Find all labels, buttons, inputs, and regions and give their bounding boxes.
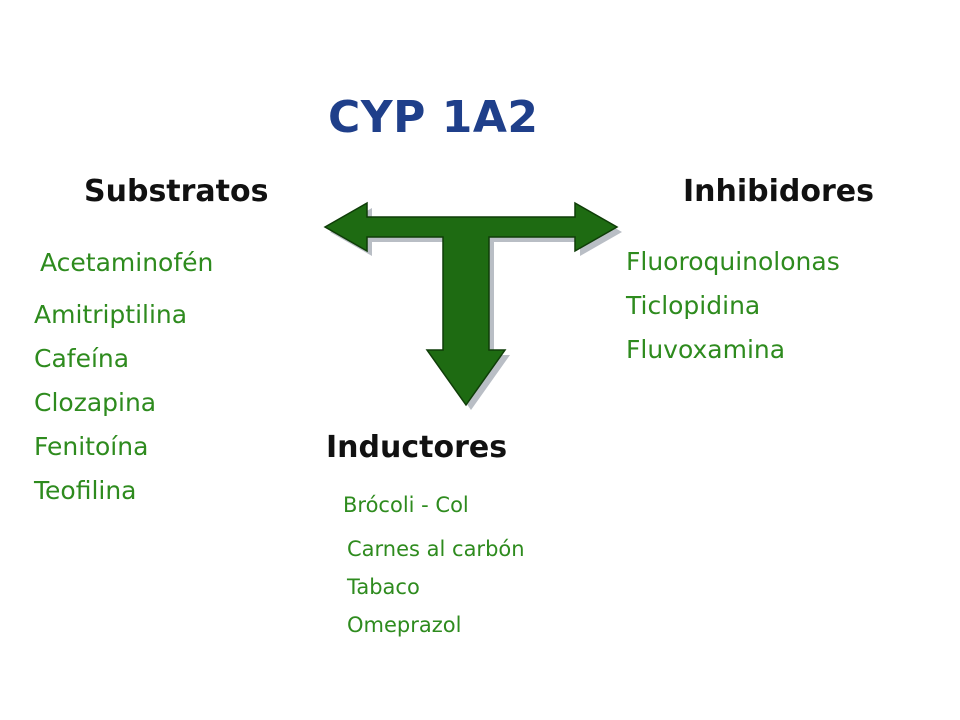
inhibidores-item: Fluvoxamina — [626, 335, 786, 364]
inhibidores-heading: Inhibidores — [683, 174, 875, 209]
substratos-list: Amitriptilina Cafeína Clozapina Fenitoín… — [34, 293, 187, 513]
substratos-heading: Substratos — [84, 174, 269, 209]
inhibidores-item: Fluoroquinolonas — [626, 247, 840, 276]
substratos-item: Amitriptilina — [34, 300, 188, 329]
substratos-item: Cafeína — [34, 344, 130, 373]
inductores-item: Brócoli - Col — [343, 493, 469, 517]
inhibidores-item: Ticlopidina — [626, 291, 761, 320]
substratos-item: Clozapina — [34, 388, 157, 417]
substratos-item: Acetaminofén — [40, 248, 214, 277]
inductores-heading: Inductores — [326, 430, 508, 465]
inductores-item: Tabaco — [347, 575, 420, 599]
diagram-title: CYP 1A2 — [328, 92, 539, 143]
substratos-item: Teofilina — [34, 476, 137, 505]
inductores-item: Carnes al carbón — [347, 537, 525, 561]
substratos-item: Fenitoína — [34, 432, 149, 461]
inhibidores-list: Fluoroquinolonas Ticlopidina Fluvoxamina — [626, 240, 840, 372]
t-arrow-body — [323, 201, 619, 407]
inductores-item: Omeprazol — [347, 613, 462, 637]
inductores-list: Carnes al carbón Tabaco Omeprazol — [347, 530, 525, 644]
